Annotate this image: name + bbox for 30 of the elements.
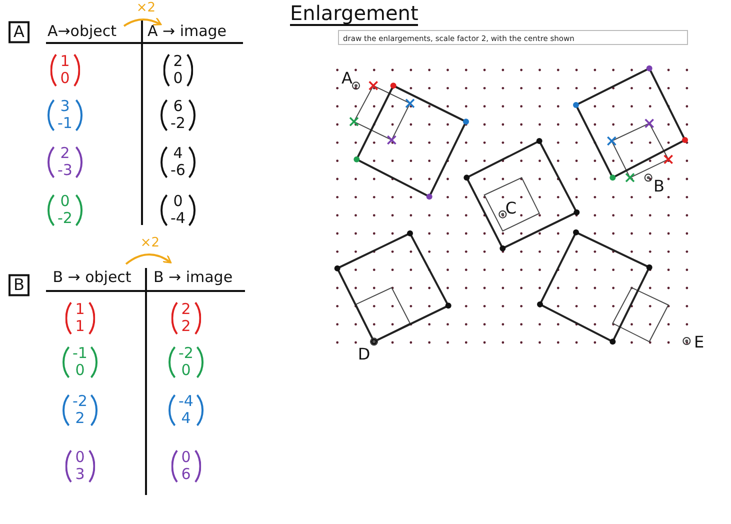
column-header: B → object (52, 268, 132, 286)
column-vector: 2 2 (171, 296, 201, 340)
part-label: A (8, 21, 30, 43)
centre-label: D (358, 344, 370, 364)
scale-factor-label: ×2 (140, 236, 160, 250)
column-vector: 1 0 (50, 48, 80, 92)
column-vector: 0 -4 (160, 188, 196, 232)
column-header: A→object (47, 22, 117, 40)
column-vector: -4 4 (168, 388, 204, 432)
title: Enlargement (290, 2, 418, 26)
column-vector: -2 2 (62, 388, 98, 432)
centre-label: A (342, 68, 352, 88)
centre-label: B (654, 176, 664, 196)
column-vector: 1 1 (65, 296, 95, 340)
part-label: B (8, 274, 30, 296)
centre-label: E (694, 332, 704, 352)
column-vector: 0 6 (171, 444, 201, 488)
column-vector: 6 -2 (160, 94, 196, 136)
column-vector: 0 3 (65, 444, 95, 488)
column-vector: 0 -2 (48, 188, 82, 232)
column-header: B → image (153, 268, 233, 286)
column-vector: 4 -6 (160, 140, 196, 184)
column-header: A → image (147, 22, 227, 40)
centre-label: C (505, 198, 517, 218)
column-vector: -2 0 (168, 340, 204, 384)
column-vector: 3 -1 (48, 94, 82, 136)
column-vector: 2 0 (163, 48, 193, 92)
scale-factor-label: ×2 (136, 2, 156, 14)
column-vector: 2 -3 (48, 140, 82, 184)
column-vector: -1 0 (62, 340, 98, 384)
